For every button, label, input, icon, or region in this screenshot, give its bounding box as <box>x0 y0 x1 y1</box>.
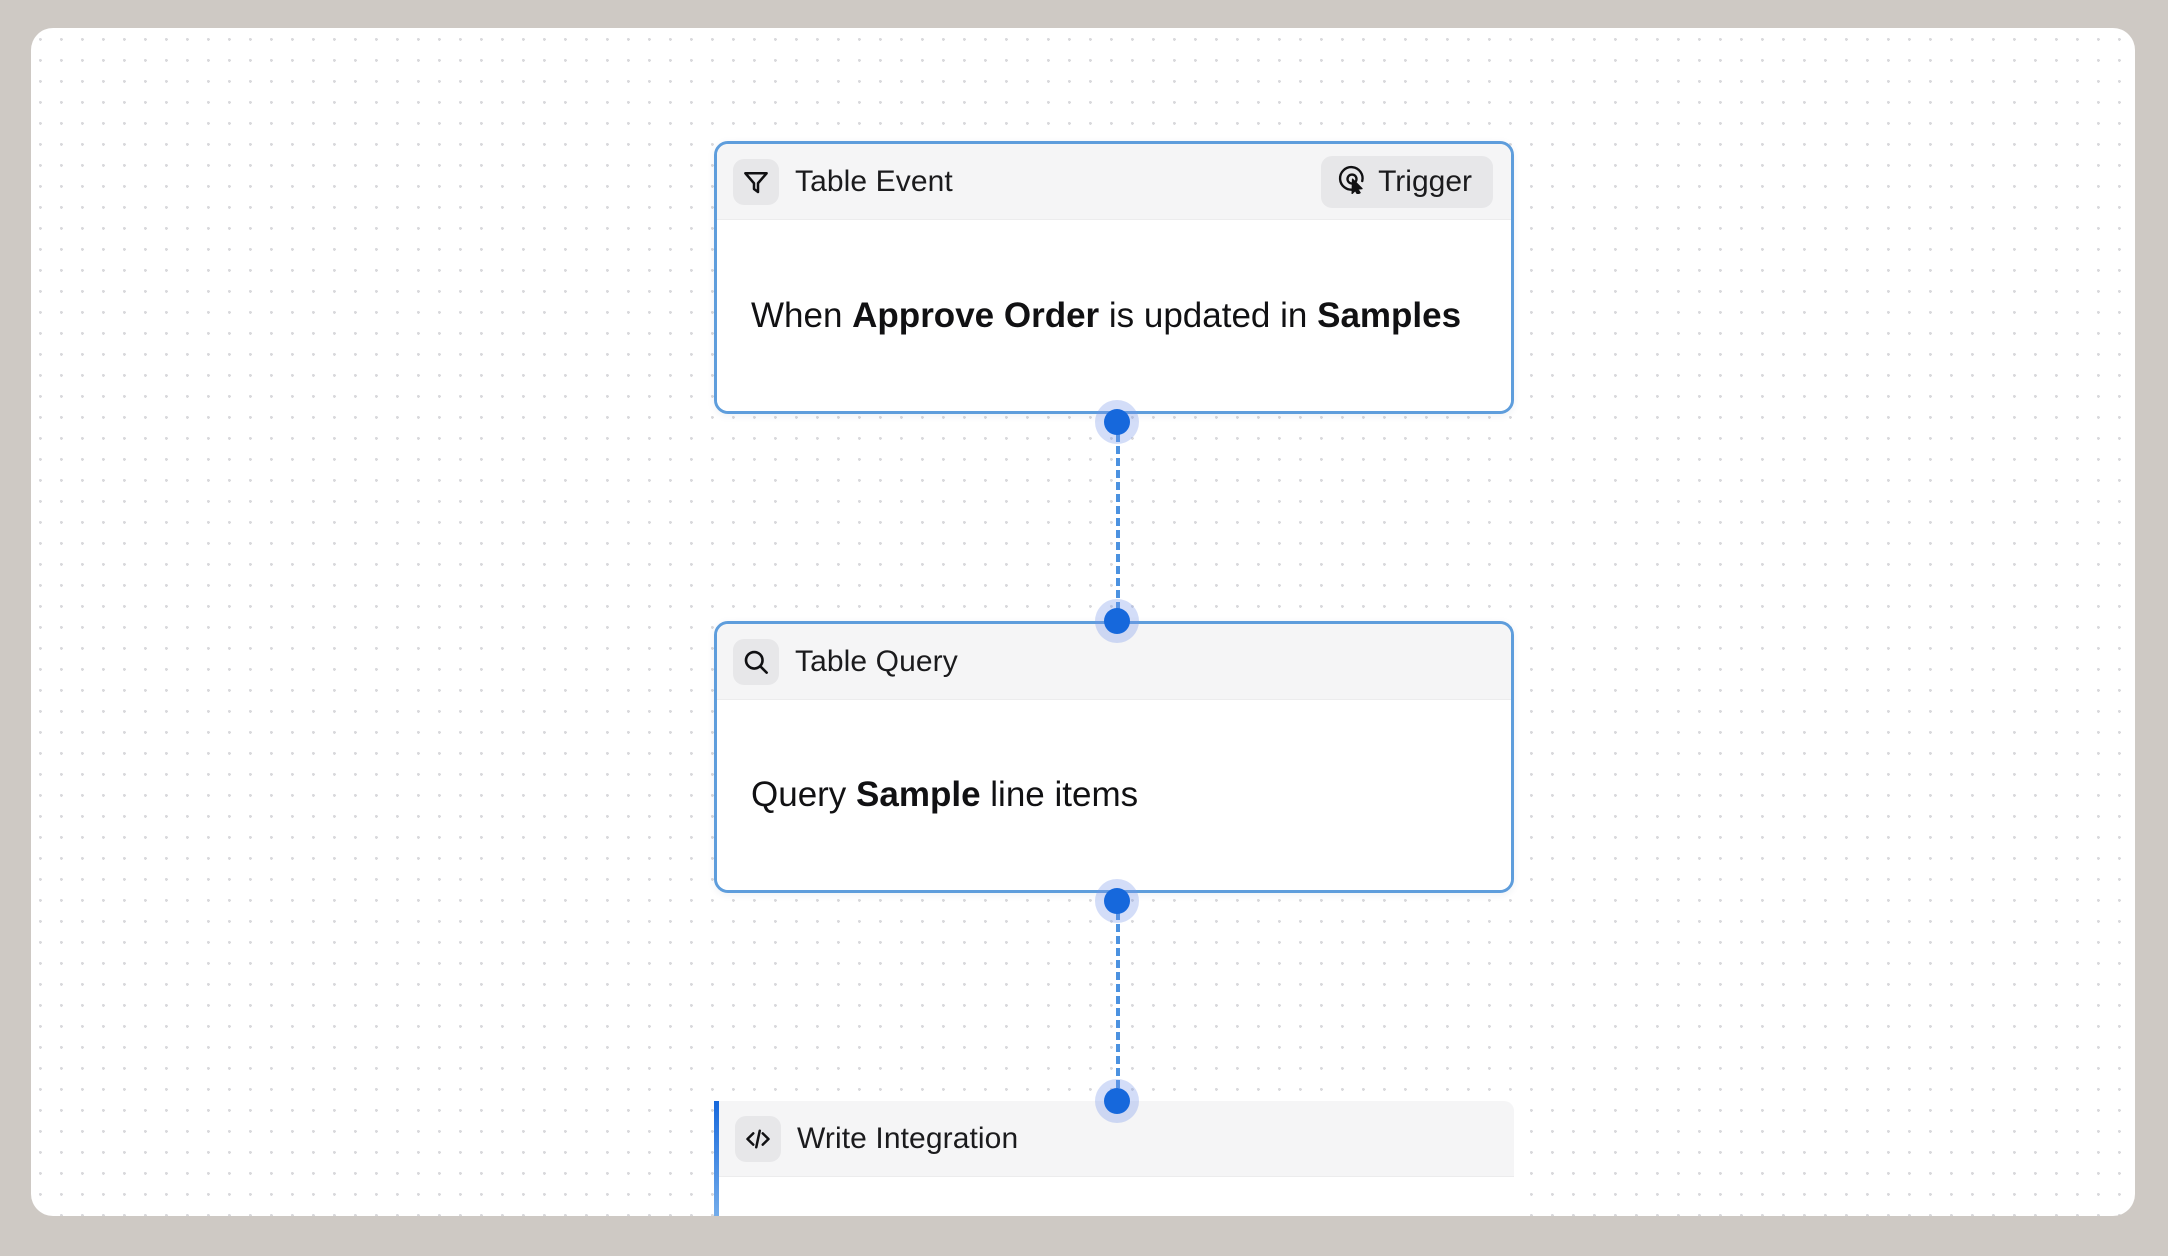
node-card-table-query[interactable]: Table Query Query Sample line items <box>714 621 1514 893</box>
node-card-write-integration[interactable]: Write Integration <box>714 1101 1514 1216</box>
node-body-table-event: When Approve Order is updated in Samples <box>717 220 1511 411</box>
text-segment: When <box>751 295 853 335</box>
connector-edge-table-query-to-write-integration[interactable] <box>1116 900 1120 1100</box>
node-input-port-table-query[interactable] <box>1104 608 1130 634</box>
node-description-table-query: Query Sample line items <box>751 771 1138 818</box>
search-icon <box>733 638 779 685</box>
node-title-table-event: Table Event <box>795 164 953 198</box>
node-body-table-query: Query Sample line items <box>717 700 1511 890</box>
node-card-table-event[interactable]: Table Event Trigger When Approve Order i… <box>714 141 1514 414</box>
text-segment: line items <box>980 775 1139 815</box>
workflow-canvas[interactable]: Table Event Trigger When Approve Order i… <box>31 28 2135 1216</box>
node-output-port-table-query[interactable] <box>1104 888 1130 914</box>
text-segment-bold: Sample <box>856 775 981 815</box>
text-segment-bold: Approve Order <box>852 295 1100 335</box>
text-segment: is updated in <box>1099 295 1318 335</box>
connector-edge-table-event-to-table-query[interactable] <box>1116 422 1120 622</box>
node-header-table-query: Table Query <box>717 624 1511 700</box>
node-description-table-event: When Approve Order is updated in Samples <box>751 292 1461 339</box>
node-body-write-integration <box>719 1177 1514 1216</box>
status-badge-label: Trigger <box>1378 164 1472 198</box>
node-title-write-integration: Write Integration <box>797 1121 1019 1155</box>
text-segment: Query <box>751 775 857 815</box>
text-segment-bold: Samples <box>1317 295 1462 335</box>
code-icon <box>735 1115 781 1162</box>
node-output-port-table-event[interactable] <box>1104 409 1130 435</box>
trigger-cursor-icon <box>1337 164 1367 199</box>
node-header-table-event: Table Event Trigger <box>717 144 1511 220</box>
status-badge-trigger[interactable]: Trigger <box>1321 155 1493 208</box>
node-input-port-write-integration[interactable] <box>1104 1088 1130 1114</box>
filter-icon <box>733 158 779 205</box>
node-title-table-query: Table Query <box>795 644 958 678</box>
